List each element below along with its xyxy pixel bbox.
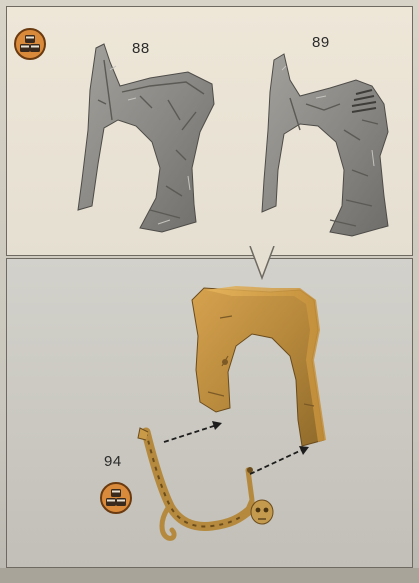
assembled-armour-plate [192, 286, 326, 446]
dashed-arrow-icon [164, 421, 222, 442]
part-94-chain [138, 428, 273, 538]
part-89-armour-plate [262, 54, 388, 236]
part-88-armour-plate [78, 44, 214, 232]
skull-ornament [251, 500, 273, 524]
dashed-arrow-icon [250, 446, 309, 474]
